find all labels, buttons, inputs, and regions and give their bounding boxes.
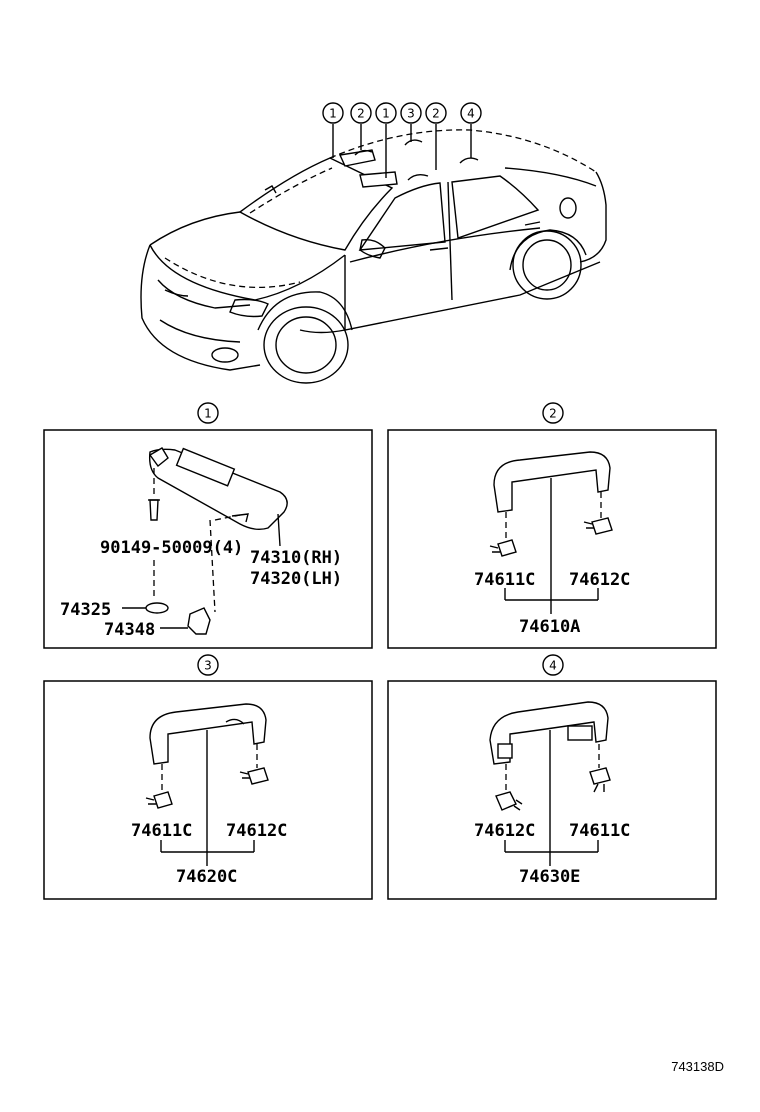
label-assembly-p3: 74620C: [176, 867, 237, 887]
cap-74612C-p4: [495, 791, 517, 811]
label-holder: 74348: [104, 620, 155, 640]
panel-3-frame: [43, 680, 373, 900]
panel-3: 3 74611C 74612C 74620C: [43, 654, 373, 900]
grip-clip-left: [497, 743, 513, 759]
overview-callout-2b: 2: [432, 107, 440, 121]
panel-1: 1 90149-50009(4) 74310(RH) 74320(LH) 743…: [43, 402, 373, 649]
label-cap-right-p2: 74612C: [569, 570, 630, 590]
visor-pivot: [148, 447, 169, 468]
vanity-mirror: [175, 447, 236, 487]
overview-callouts: 1 2 1 3 2 4: [322, 102, 482, 124]
panel-1-number: 1: [204, 407, 212, 421]
grip-clip-right: [567, 725, 593, 741]
overview-callout-4: 4: [467, 107, 475, 121]
label-assembly-p2: 74610A: [519, 617, 580, 637]
assist-grip-74620C: [149, 703, 267, 765]
cap-74612C-p2: [591, 517, 613, 535]
cap-74611C-p3: [153, 791, 173, 809]
label-visor-lh: 74320(LH): [250, 569, 342, 589]
panel-2-frame: [387, 429, 717, 649]
holder-ring-74325: [145, 602, 169, 614]
cap-74611C-p2: [497, 539, 517, 557]
diagram-code: 743138D: [671, 1059, 724, 1074]
panel-2: 2 74611C 74612C 74610A: [387, 402, 717, 649]
cap-74612C-p3: [247, 767, 269, 785]
overview-callout-1b: 1: [382, 107, 390, 121]
assist-grip-74630E: [489, 701, 609, 765]
overview-callout-1a: 1: [329, 107, 337, 121]
overview-callout-3: 3: [407, 107, 415, 121]
overview-callout-2a: 2: [357, 107, 365, 121]
visor-holder-74348: [187, 607, 211, 635]
cap-74611C-p4: [589, 767, 611, 785]
car-illustration: [140, 129, 607, 384]
callout-leaders: [332, 124, 472, 178]
label-assembly-p4: 74630E: [519, 867, 580, 887]
label-holder-ring: 74325: [60, 600, 111, 620]
assist-grip-74610A: [493, 451, 611, 513]
label-visor-rh: 74310(RH): [250, 548, 342, 568]
label-bolt-90149: 90149-50009(4): [100, 538, 243, 558]
panel-4: 4 74612C 74611C 74630E: [387, 654, 717, 900]
label-cap-left-p4: 74612C: [474, 821, 535, 841]
label-cap-right-p4: 74611C: [569, 821, 630, 841]
panel-3-number: 3: [204, 659, 212, 673]
sun-visor-right-marker: [359, 171, 398, 188]
sun-visor: [148, 448, 288, 531]
bolt-90149: [149, 499, 159, 521]
panel-4-number: 4: [549, 659, 557, 673]
label-cap-left-p3: 74611C: [131, 821, 192, 841]
label-cap-left-p2: 74611C: [474, 570, 535, 590]
panel-1-frame: [43, 429, 373, 649]
panel-2-number: 2: [549, 407, 557, 421]
panel-4-frame: [387, 680, 717, 900]
label-cap-right-p3: 74612C: [226, 821, 287, 841]
